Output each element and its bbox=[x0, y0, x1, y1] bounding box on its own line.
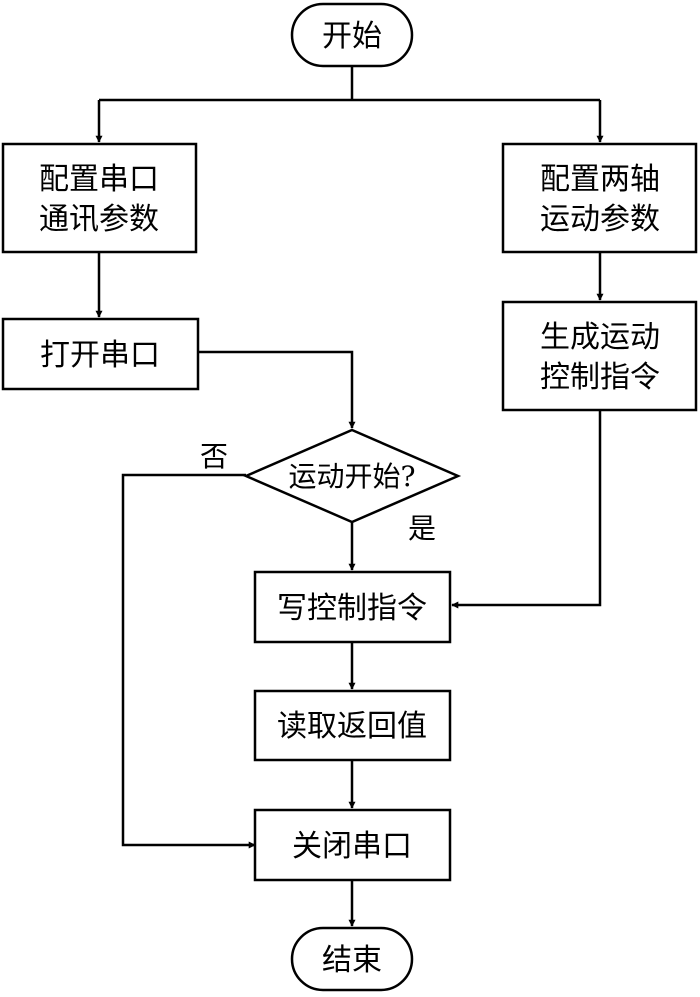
config-axis-node: 配置两轴 运动参数 bbox=[501, 142, 698, 254]
decision-node: 运动开始? bbox=[242, 428, 462, 524]
edge-decision-no bbox=[121, 473, 256, 849]
write-cmd-node: 写控制指令 bbox=[253, 570, 452, 644]
config-serial-node: 配置串口 通讯参数 bbox=[1, 142, 198, 254]
close-serial-node: 关闭串口 bbox=[253, 808, 452, 882]
no-label: 否 bbox=[200, 440, 228, 473]
open-serial-label: 打开串口 bbox=[40, 338, 160, 373]
close-serial-label: 关闭串口 bbox=[292, 829, 412, 864]
connectors bbox=[95, 66, 604, 927]
start-node: 开始 bbox=[290, 2, 414, 68]
yes-label: 是 bbox=[408, 512, 436, 545]
gen-cmd-label-line1: 生成运动 bbox=[540, 320, 660, 355]
edge-open-decision bbox=[198, 350, 356, 429]
end-node: 结束 bbox=[290, 926, 414, 992]
decision-label: 运动开始? bbox=[288, 460, 415, 493]
open-serial-node: 打开串口 bbox=[1, 317, 200, 391]
config-serial-label-line1: 配置串口 bbox=[39, 162, 159, 197]
read-value-node: 读取返回值 bbox=[253, 689, 452, 762]
config-axis-label-line1: 配置两轴 bbox=[540, 162, 660, 197]
gen-cmd-node: 生成运动 控制指令 bbox=[501, 300, 698, 412]
end-label: 结束 bbox=[322, 943, 382, 978]
start-label: 开始 bbox=[322, 19, 382, 54]
write-cmd-label: 写控制指令 bbox=[277, 591, 427, 626]
read-value-label: 读取返回值 bbox=[277, 709, 427, 744]
edge-gen-write bbox=[451, 410, 602, 609]
config-axis-label-line2: 运动参数 bbox=[540, 202, 660, 237]
config-serial-label-line2: 通讯参数 bbox=[39, 202, 159, 237]
gen-cmd-label-line2: 控制指令 bbox=[540, 360, 660, 395]
